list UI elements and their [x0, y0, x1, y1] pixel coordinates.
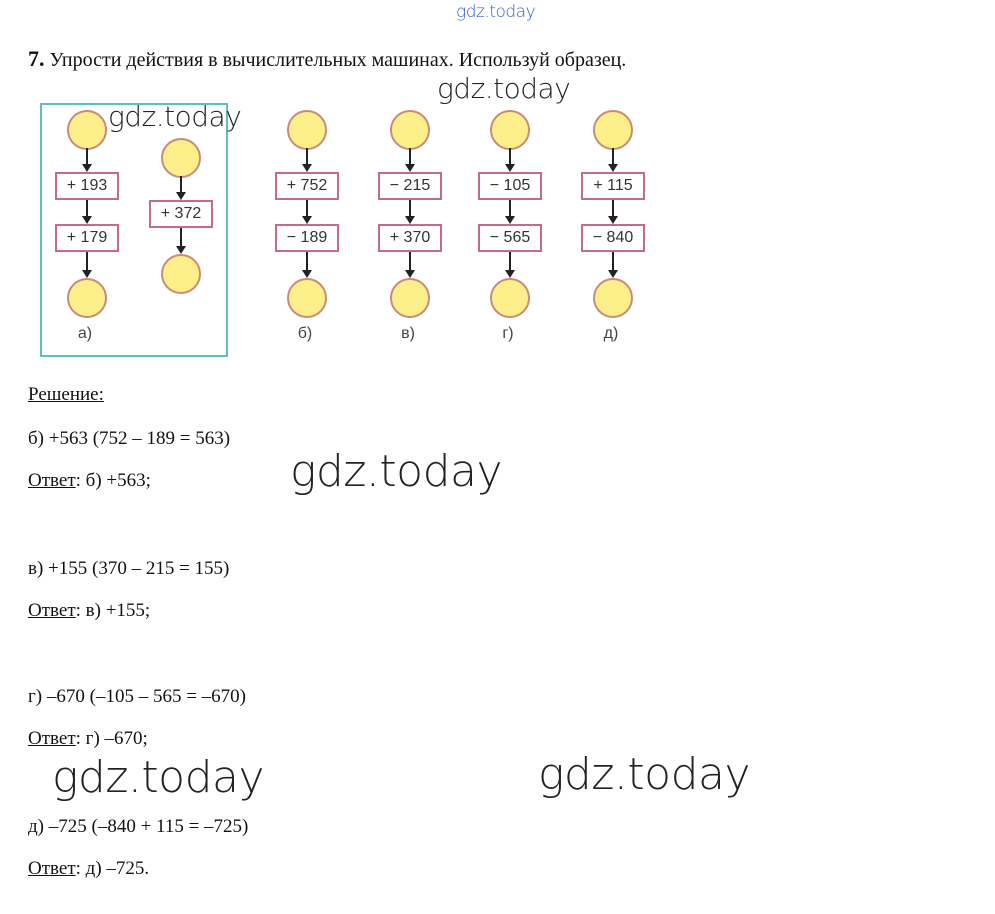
machine-label: г)	[502, 325, 514, 342]
input-circle	[67, 110, 107, 150]
arrow-icon	[302, 148, 312, 172]
arrow-icon	[405, 200, 415, 224]
input-circle	[593, 110, 633, 150]
calc-g: г) –670 (–105 – 565 = –670)	[28, 686, 246, 707]
operation-box: − 215	[378, 172, 442, 200]
answer-d: Ответ: д) –725.	[28, 858, 150, 879]
arrow-icon	[302, 200, 312, 224]
operation-box: + 193	[55, 172, 119, 200]
answer-v: Ответ: в) +155;	[28, 600, 151, 621]
arrow-icon	[82, 200, 92, 224]
machine-label: д)	[603, 325, 619, 342]
arrow-icon	[608, 200, 618, 224]
input-circle	[390, 110, 430, 150]
operation-box: − 189	[275, 224, 339, 252]
watermark: gdz.today	[290, 446, 503, 497]
watermark: gdz.today	[108, 100, 242, 133]
calc-b: б) +563 (752 – 189 = 563)	[28, 428, 231, 449]
calc-v: в) +155 (370 – 215 = 155)	[28, 558, 230, 579]
output-circle	[490, 278, 530, 318]
arrow-icon	[505, 148, 515, 172]
arrow-icon	[505, 252, 515, 278]
operation-box: − 105	[478, 172, 542, 200]
arrow-icon	[176, 228, 186, 254]
operation-box: − 840	[581, 224, 645, 252]
arrow-icon	[176, 176, 186, 200]
output-circle	[67, 278, 107, 318]
input-circle	[161, 138, 201, 178]
arrow-icon	[82, 252, 92, 278]
output-circle	[593, 278, 633, 318]
arrow-icon	[302, 252, 312, 278]
operation-box: + 179	[55, 224, 119, 252]
task-number: 7.	[28, 46, 45, 71]
output-circle	[390, 278, 430, 318]
operation-box: + 115	[581, 172, 645, 200]
input-circle	[490, 110, 530, 150]
arrow-icon	[608, 252, 618, 278]
answer-g: Ответ: г) –670;	[28, 728, 148, 749]
example-frame	[40, 103, 228, 357]
arrow-icon	[82, 148, 92, 172]
arrow-icon	[505, 200, 515, 224]
operation-box: + 370	[378, 224, 442, 252]
arrow-icon	[608, 148, 618, 172]
watermark: gdz.today	[52, 752, 265, 803]
task-text: Упрости действия в вычислительных машина…	[49, 49, 627, 71]
operation-box: − 565	[478, 224, 542, 252]
machine-label: а)	[77, 325, 93, 342]
input-circle	[287, 110, 327, 150]
arrow-icon	[405, 148, 415, 172]
operation-box: + 752	[275, 172, 339, 200]
output-circle	[287, 278, 327, 318]
operation-box: + 372	[149, 200, 213, 228]
output-circle	[161, 254, 201, 294]
watermark: gdz.today	[538, 749, 751, 800]
watermark: gdz.today	[437, 72, 571, 105]
watermark: gdz.today	[456, 2, 536, 22]
machine-label: б)	[297, 325, 313, 342]
answer-b: Ответ: б) +563;	[28, 470, 151, 491]
task-title: 7. Упрости действия в вычислительных маш…	[28, 46, 626, 72]
calc-d: д) –725 (–840 + 115 = –725)	[28, 816, 249, 837]
solution-heading: Решение:	[28, 384, 104, 405]
arrow-icon	[405, 252, 415, 278]
machine-label: в)	[401, 325, 415, 342]
